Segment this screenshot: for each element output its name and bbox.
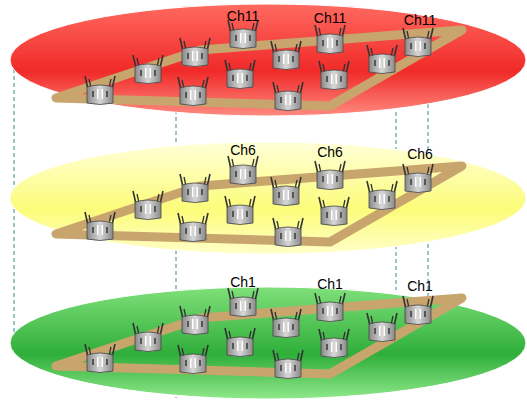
router-icon [319, 329, 349, 358]
router-icon [315, 161, 345, 190]
router-icon [367, 313, 397, 342]
path-band [56, 30, 462, 106]
router-icon [315, 293, 345, 322]
router-icon [133, 323, 163, 352]
path-band [56, 298, 462, 374]
channel-label: Ch11 [227, 9, 259, 23]
router-icon [228, 288, 258, 317]
router-icon [85, 212, 115, 241]
router-icon [273, 218, 303, 247]
channel-layer [10, 142, 526, 254]
router-icon [367, 181, 397, 210]
channel-label: Ch1 [407, 279, 433, 293]
layer-ellipse [10, 4, 526, 116]
channel-label: Ch11 [314, 11, 346, 25]
router-icon [133, 191, 163, 220]
router-icon [180, 306, 210, 335]
channel-label: Ch11 [404, 13, 436, 27]
router-icon [403, 28, 433, 57]
channel-label: Ch1 [317, 277, 343, 291]
router-icon [228, 156, 258, 185]
router-icon [225, 60, 255, 89]
layer-ellipse [10, 287, 526, 399]
layer-ellipse [10, 142, 526, 254]
router-icon [228, 20, 258, 49]
channel-label: Ch6 [407, 147, 433, 161]
router-icon [133, 55, 163, 84]
router-icon [271, 177, 301, 206]
router-icon [178, 77, 208, 106]
router-icon [85, 344, 115, 373]
channel-label: Ch1 [230, 275, 256, 289]
router-icon [178, 345, 208, 374]
router-icon [271, 41, 301, 70]
router-icon [319, 61, 349, 90]
router-icon [367, 45, 397, 74]
channel-layer [10, 4, 526, 116]
channel-label: Ch6 [317, 145, 343, 159]
router-icon [403, 296, 433, 325]
router-icon [273, 82, 303, 111]
path-band [56, 166, 462, 242]
channel-label: Ch6 [230, 143, 256, 157]
router-icon [315, 25, 345, 54]
router-icon [225, 196, 255, 225]
channel-layer [10, 287, 526, 399]
router-icon [225, 328, 255, 357]
router-icon [273, 350, 303, 379]
router-icon [319, 197, 349, 226]
router-icon [85, 76, 115, 105]
router-icon [271, 309, 301, 338]
router-icon [180, 174, 210, 203]
router-icon [403, 164, 433, 193]
router-icon [178, 213, 208, 242]
router-icon [180, 38, 210, 67]
